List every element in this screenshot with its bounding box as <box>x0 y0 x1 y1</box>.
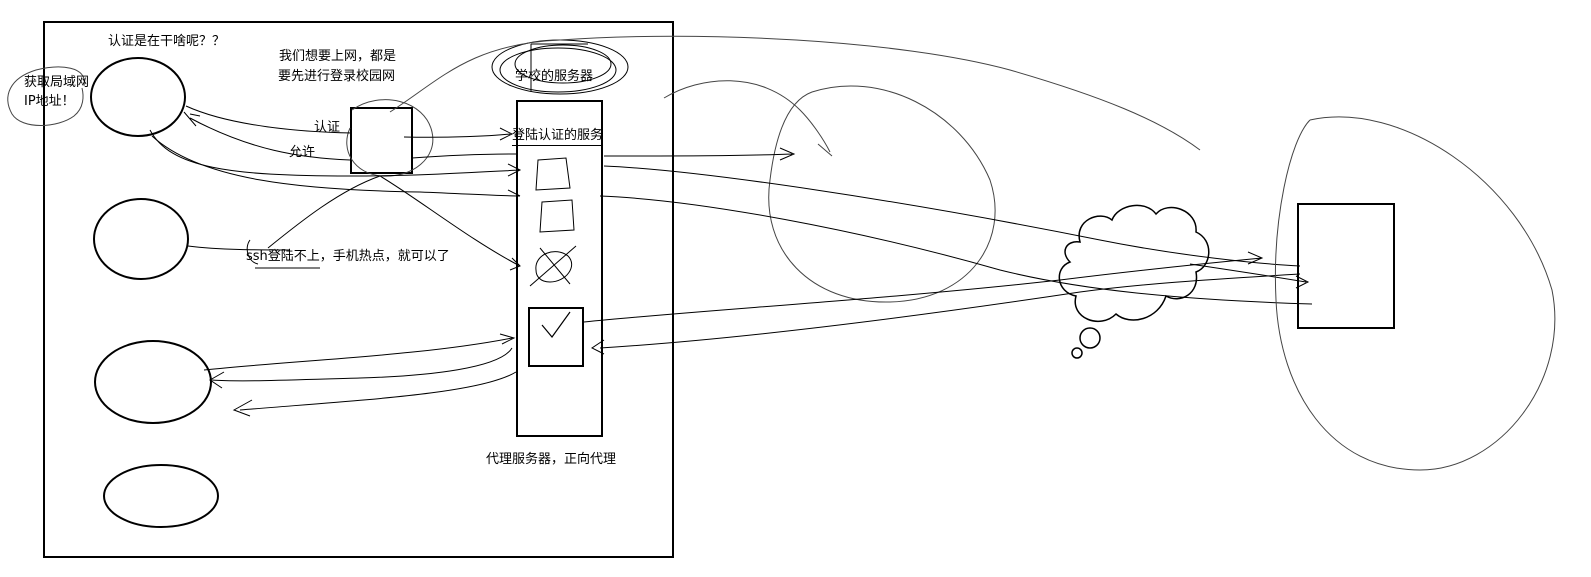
proxy-note-label: 代理服务器，正向代理 <box>486 452 617 467</box>
login-note-line1: 我们想要上网，都是 <box>279 49 397 64</box>
auth-branch-lines <box>267 175 521 271</box>
internet-cloud-icon <box>1058 204 1210 323</box>
client-ellipse-4 <box>103 464 219 528</box>
checkbox-to-cloud-line <box>583 251 1264 323</box>
sketch-square-2 <box>539 199 575 233</box>
allow-label: 允许 <box>289 145 316 160</box>
server-to-remote-line-2 <box>599 195 1313 305</box>
proxy-return-arrow <box>232 371 517 417</box>
auth-box <box>350 107 413 174</box>
ip-scribble-circle <box>7 66 85 126</box>
allow-response-arrow <box>183 111 517 161</box>
sketch-cross-circle <box>529 245 577 287</box>
server-label-scribble-4 <box>530 43 588 92</box>
campus-network-frame <box>43 21 674 558</box>
server-column <box>516 100 603 437</box>
sketch-square-1 <box>535 157 571 191</box>
server-to-remote-line-1 <box>603 165 1301 267</box>
get-ip-label-line2: IP地址！ <box>24 94 75 109</box>
remote-to-checkbox-arrow <box>591 273 1301 355</box>
auth-box-scribble <box>346 99 434 177</box>
login-note-line2: 要先进行登录校园网 <box>278 69 396 84</box>
auth-label: 认证 <box>314 120 341 135</box>
question-label: 认证是在干啥呢？？ <box>108 34 226 49</box>
client3-to-proxy-arrow <box>203 333 516 371</box>
ssh-note-scribble <box>246 239 320 269</box>
client-ellipse-3 <box>94 340 212 424</box>
client-ellipse-1 <box>90 57 186 137</box>
cloud-bubble-large <box>1079 327 1101 349</box>
server-label-scribble-3 <box>514 44 612 84</box>
long-curve-hook <box>663 80 833 157</box>
auth-request-arrow <box>185 105 514 141</box>
middle-scribble-circle <box>768 85 996 303</box>
remote-server-box <box>1297 203 1395 329</box>
school-server-label: 学校的服务器 <box>515 69 594 84</box>
cloud-to-remote-arrow <box>1189 263 1310 289</box>
long-curve-top <box>389 35 1201 151</box>
cloud-bubble-small <box>1071 347 1083 359</box>
server-label-scribble-2 <box>499 47 617 93</box>
client1-to-server-arrow-2 <box>151 135 521 197</box>
ssh-note-label: ssh登陆不上，手机热点，就可以了 <box>246 249 450 264</box>
check-mark-icon <box>541 311 571 338</box>
client2-ssh-line <box>187 245 291 251</box>
server-to-middle-arrow <box>603 147 796 161</box>
proxy-to-client3-arrow <box>209 347 513 389</box>
check-box <box>528 307 584 367</box>
client-ellipse-2 <box>93 198 189 280</box>
login-auth-service-label: 登陆认证的服务 <box>512 126 604 146</box>
get-ip-label-line1: 获取局域网 <box>24 75 90 90</box>
right-scribble-circle <box>1274 116 1556 471</box>
client1-to-server-arrow <box>149 129 522 177</box>
